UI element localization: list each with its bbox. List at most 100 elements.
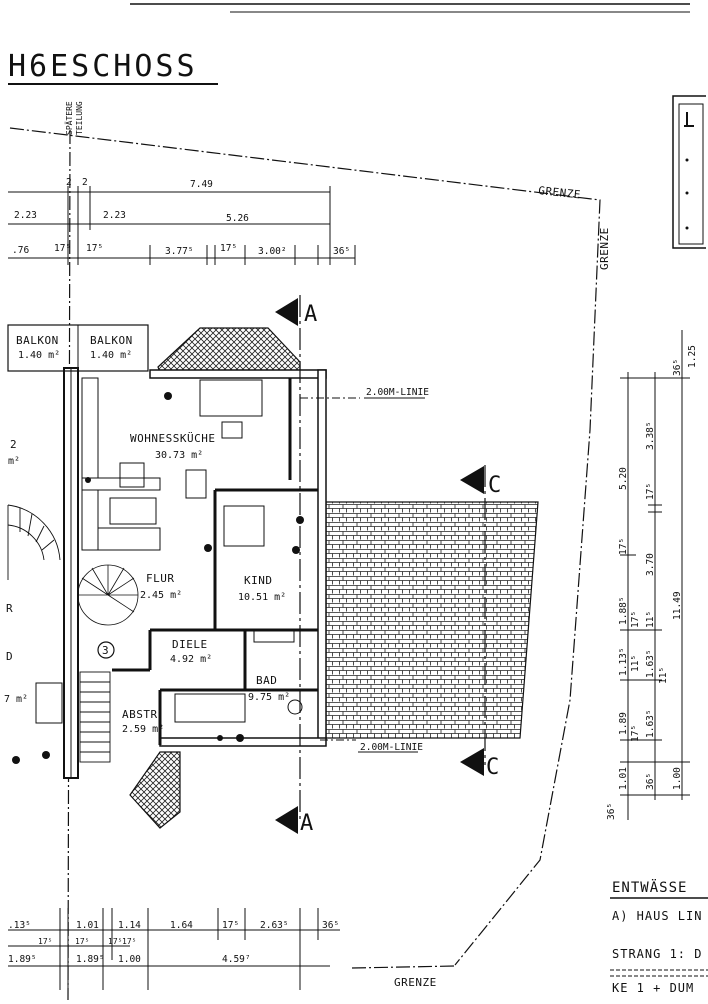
spiral-stair-flur bbox=[77, 564, 139, 626]
dim-right-d: 5.20 bbox=[618, 467, 629, 490]
dim-top-r3-e: 17⁵ bbox=[220, 243, 237, 254]
plant-icons bbox=[12, 392, 304, 764]
room-diele-name: DIELE bbox=[172, 638, 208, 651]
stair-lower bbox=[79, 671, 111, 763]
dim-top-r3-a: .76 bbox=[12, 245, 29, 256]
room-wohnkueche-area: 30.73 m² bbox=[155, 450, 203, 461]
dim-top-r1-b: 2 bbox=[82, 177, 88, 188]
room-abstr-name: ABSTR bbox=[122, 708, 158, 721]
spiral-stair-left bbox=[7, 504, 61, 580]
grenze-top-label: GRENZE bbox=[538, 184, 582, 201]
sheet-title: H6ESCHOSS bbox=[8, 49, 198, 84]
dim-right-j: 1.88⁵ bbox=[618, 596, 629, 625]
section-a-label-top: A bbox=[304, 302, 317, 327]
two-meter-lines bbox=[300, 397, 360, 741]
room-bad-area: 9.75 m² bbox=[248, 692, 290, 703]
sheet-border bbox=[130, 3, 690, 13]
room-partial-2: 2 bbox=[10, 438, 17, 451]
section-c-label-bottom: C bbox=[486, 755, 499, 780]
room-diele-area: 4.92 m² bbox=[170, 654, 212, 665]
legend-heading: ENTWÄSSE bbox=[612, 878, 687, 896]
dim-right-u: 36⁵ bbox=[645, 773, 656, 790]
dim-right-b: 1.25 bbox=[687, 345, 698, 368]
room-flur-area: 2.45 m² bbox=[140, 590, 182, 601]
dim-bottom-r1-b: 1.01 bbox=[76, 920, 99, 931]
dim-right-g: 1.00 bbox=[672, 767, 683, 790]
dim-bottom-r2-d: 17⁵ bbox=[122, 937, 136, 946]
section-c-arrow-top bbox=[460, 466, 484, 494]
section-c-label-top: C bbox=[488, 473, 501, 498]
dim-top-r2-a: 2.23 bbox=[14, 210, 37, 221]
room-bad-name: BAD bbox=[256, 674, 277, 687]
dim-bottom-r2-a: 17⁵ bbox=[38, 937, 52, 946]
dim-bottom-r2-c: 17⁵ bbox=[108, 937, 122, 946]
room-partial-m: m² bbox=[8, 456, 20, 467]
dim-top-r3-c: 17⁵ bbox=[86, 243, 103, 254]
dim-top-r1-a: 2 bbox=[66, 177, 72, 188]
room-partial-d: D bbox=[6, 650, 13, 663]
dim-top-r2-b: 2.23 bbox=[103, 210, 126, 221]
room-balkon-left-name: BALKON bbox=[16, 334, 59, 347]
section-a-label-bottom: A bbox=[300, 811, 313, 836]
dim-bottom-r1-g: 36⁵ bbox=[322, 920, 339, 931]
grenze-right-label: GRENZE bbox=[598, 227, 611, 270]
legend-ke: KE 1 + DUM bbox=[612, 981, 694, 995]
legend-line-a: A) HAUS LIN bbox=[612, 909, 702, 923]
dim-right-p: 11⁵ bbox=[658, 667, 669, 684]
stair-number: 3 bbox=[102, 644, 109, 657]
room-kind-name: KIND bbox=[244, 574, 273, 587]
dim-right-c: 3.38⁵ bbox=[645, 421, 656, 450]
dim-right-f: 11.49 bbox=[672, 591, 683, 620]
linie-bottom-label: 2.00M-LINIE bbox=[360, 742, 423, 753]
furniture bbox=[35, 377, 303, 724]
top-dimension-chains bbox=[8, 186, 356, 265]
room-abstr-area: 2.59 m² bbox=[122, 724, 164, 735]
dim-top-r2-c: 5.26 bbox=[226, 213, 249, 224]
dim-top-r1-c: 7.49 bbox=[190, 179, 213, 190]
dim-right-i: 3.70 bbox=[645, 553, 656, 576]
dim-bottom-r3-b: 1.89⁵ bbox=[76, 954, 105, 965]
dim-top-r3-f: 3.00² bbox=[258, 246, 287, 257]
title-block-fragment bbox=[672, 95, 706, 249]
dim-right-r: 17⁵ bbox=[630, 725, 641, 742]
stair-number-circle bbox=[97, 641, 115, 659]
linie-top-label: 2.00M-LINIE bbox=[366, 387, 429, 398]
room-flur-name: FLUR bbox=[146, 572, 175, 585]
dim-right-n: 11⁵ bbox=[630, 655, 641, 672]
spaetere-label: SPÄTERE bbox=[64, 101, 74, 135]
room-balkon-right-area: 1.40 m² bbox=[90, 350, 132, 361]
right-dimension-chains bbox=[620, 330, 690, 820]
dim-bottom-r1-c: 1.14 bbox=[118, 920, 141, 931]
dim-right-s: 1.63⁵ bbox=[645, 709, 656, 738]
dim-right-l: 11⁵ bbox=[645, 611, 656, 628]
dim-right-k: 17⁵ bbox=[630, 611, 641, 628]
dim-right-h: 17⁵ bbox=[618, 538, 629, 555]
roof-tiles bbox=[325, 501, 539, 739]
room-balkon-left-area: 1.40 m² bbox=[18, 350, 60, 361]
dim-right-m: 1.13⁵ bbox=[618, 647, 629, 676]
section-a-arrow-bottom bbox=[275, 806, 298, 834]
dim-bottom-r1-d: 1.64 bbox=[170, 920, 193, 931]
room-partial-7: 7 m² bbox=[4, 694, 28, 705]
dim-bottom-r3-d: 4.59⁷ bbox=[222, 954, 251, 965]
dim-right-o: 1.63⁵ bbox=[645, 649, 656, 678]
dormer-bottom bbox=[129, 751, 181, 829]
room-balkon-right-name: BALKON bbox=[90, 334, 133, 347]
section-a-arrow-top bbox=[275, 298, 298, 326]
dim-bottom-r1-f: 2.63⁵ bbox=[260, 920, 289, 931]
dormer-top bbox=[157, 327, 301, 373]
bottom-dimension-chains bbox=[8, 908, 340, 990]
dim-bottom-r2-b: 17⁵ bbox=[75, 937, 89, 946]
dim-bottom-r1-a: .13⁵ bbox=[8, 920, 31, 931]
legend-strang: STRANG 1: D bbox=[612, 947, 702, 961]
dim-top-r3-g: 36⁵ bbox=[333, 246, 350, 257]
dim-bottom-r1-e: 17⁵ bbox=[222, 920, 239, 931]
dim-right-e: 17⁵ bbox=[645, 483, 656, 500]
dim-right-a: 36⁵ bbox=[672, 359, 683, 376]
dim-top-r3-d: 3.77⁵ bbox=[165, 246, 194, 257]
section-c-arrow-bottom bbox=[460, 748, 484, 776]
dim-bottom-r3-c: 1.00 bbox=[118, 954, 141, 965]
teilung-label: TEILUNG bbox=[75, 101, 84, 135]
